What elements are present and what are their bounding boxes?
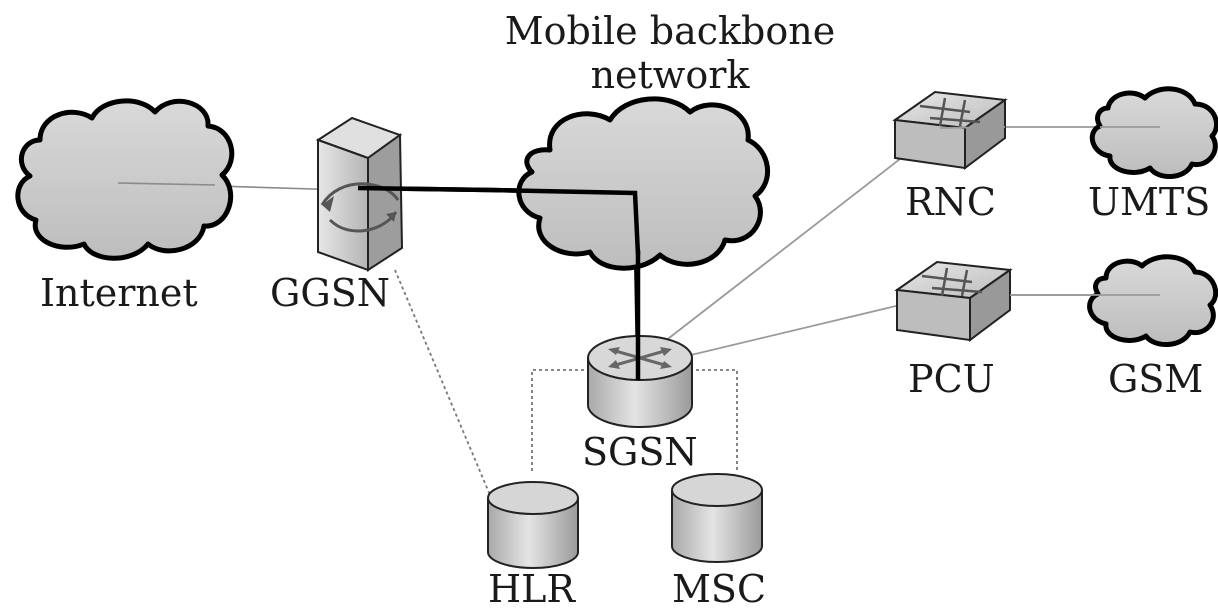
link-sgsn-hlr (531, 369, 590, 472)
gsm-cloud-icon (1087, 254, 1218, 347)
link-sgsn-rnc (659, 127, 941, 346)
internet-cloud-icon (15, 98, 235, 261)
hlr-label: HLR (488, 567, 575, 611)
hlr-database-icon (487, 481, 579, 569)
backbone-title-line2: network (590, 52, 750, 97)
backbone-title: Mobile backbone network (500, 9, 840, 97)
rnc-switch-icon (892, 90, 1008, 170)
msc-label: MSC (672, 567, 767, 611)
sgsn-router-icon (587, 250, 693, 428)
pcu-switch-icon (894, 260, 1100, 342)
backbone-title-line1: Mobile backbone (504, 9, 836, 53)
rnc-label: RNC (905, 180, 996, 224)
link-ggsn-hlr (394, 269, 491, 496)
sgsn-label: SGSN (582, 430, 698, 474)
ggsn-label: GGSN (270, 271, 390, 315)
link-sgsn-msc (690, 369, 738, 472)
gsm-label: GSM (1108, 357, 1204, 401)
link-sgsn-pcu (669, 304, 901, 361)
umts-cloud-icon (1089, 86, 1218, 179)
pcu-label: PCU (908, 357, 995, 401)
umts-label: UMTS (1088, 180, 1211, 224)
backbone-cloud-icon (489, 96, 771, 271)
ggsn-server-icon (315, 116, 491, 272)
internet-label: Internet (40, 271, 198, 315)
msc-database-icon (671, 473, 763, 563)
